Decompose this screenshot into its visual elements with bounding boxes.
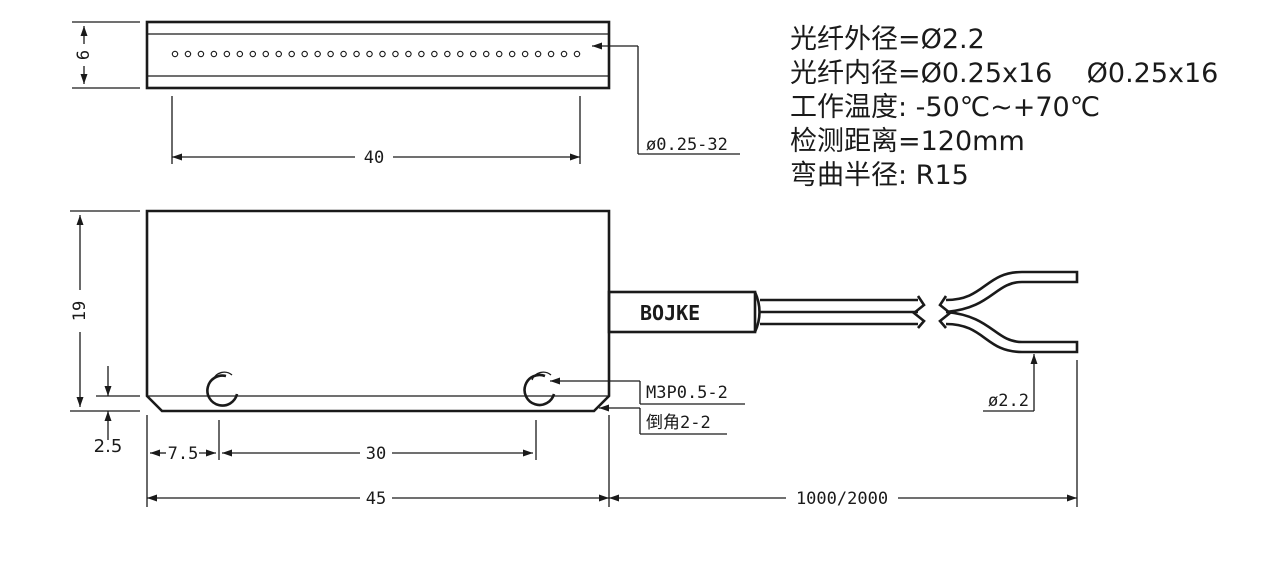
fiber-hole	[444, 50, 451, 58]
fiber-hole	[482, 50, 490, 58]
spec-operating-temperature: 工作温度: -50℃~+70℃	[790, 92, 1100, 123]
fiber-hole	[301, 50, 308, 58]
fiber-hole	[236, 50, 244, 58]
fiber-hole	[210, 50, 218, 58]
fiber-hole	[262, 50, 270, 58]
spec-detection-distance: 检测距离=120mm	[790, 126, 1025, 157]
spec-block: 光纤外径=Ø2.2 光纤内径=Ø0.25x16 Ø0.25x16 工作温度: -…	[790, 24, 1218, 191]
fiber-hole	[457, 50, 464, 58]
fiber-hole	[470, 50, 477, 58]
dimension-body-width-label: 45	[366, 489, 386, 509]
dimension-chamfer-height: 2.5	[94, 366, 140, 457]
fiber-callout: ø0.25-32	[592, 42, 740, 155]
fiber-hole	[405, 50, 412, 58]
dimension-chamfer-height-label: 2.5	[94, 436, 123, 457]
fiber-hole-row	[171, 50, 581, 58]
fiber-hole	[340, 50, 347, 58]
fiber-hole	[249, 50, 257, 58]
fiber-hole	[366, 50, 373, 58]
brand-label: BOJKE	[640, 301, 700, 325]
fiber-hole	[418, 50, 425, 58]
fiber-hole	[495, 50, 503, 58]
mounting-hole-left	[206, 371, 239, 407]
fiber-fork-upper	[945, 270, 1079, 314]
dimension-hole-positions: 7.5 30	[146, 415, 537, 507]
fiber-callout-label: ø0.25-32	[646, 135, 728, 155]
dimension-body-height: 19	[70, 210, 140, 412]
top-view	[145, 20, 611, 90]
fiber-fork-lower	[945, 310, 1079, 354]
fiber-hole	[275, 50, 282, 58]
cable-diameter-callout-label: ø2.2	[988, 391, 1029, 411]
dimension-top-width-label: 40	[364, 148, 384, 168]
fiber-hole	[547, 50, 555, 58]
fiber-hole	[431, 50, 438, 58]
fiber-hole	[327, 50, 334, 58]
fiber-hole	[573, 50, 581, 58]
spec-bending-radius: 弯曲半径: R15	[790, 160, 969, 191]
dimension-top-width: 40	[171, 96, 581, 168]
cable-diameter-callout: ø2.2	[983, 354, 1038, 412]
dimension-top-height-label: 6	[74, 50, 94, 60]
fiber-hole	[508, 50, 516, 58]
fiber-hole	[288, 50, 295, 58]
chamfer-callout: 倒角2-2	[599, 404, 727, 435]
cable-break-left	[911, 295, 926, 329]
screw-callout: M3P0.5-2	[550, 377, 745, 405]
cable-sleeve	[607, 290, 757, 334]
fiber-hole	[171, 50, 179, 58]
fiber-hole	[353, 50, 360, 58]
spec-fiber-inner-diameter: 光纤内径=Ø0.25x16 Ø0.25x16	[790, 58, 1218, 89]
front-view: BOJKE	[145, 209, 1079, 413]
screw-callout-label: M3P0.5-2	[646, 383, 728, 403]
spec-fiber-outer-diameter: 光纤外径=Ø2.2	[790, 24, 985, 55]
dimension-overall-length: 45 1000/2000	[147, 360, 1078, 509]
sleeve-end	[753, 291, 761, 333]
fiber-hole	[197, 50, 205, 58]
mounting-hole-right	[523, 371, 556, 407]
dimension-hole-spacing-label: 30	[366, 444, 386, 464]
fiber-hole	[534, 50, 542, 58]
dimension-cable-length-label: 1000/2000	[796, 489, 888, 509]
fiber-hole	[379, 50, 386, 58]
fiber-hole	[314, 50, 321, 58]
fiber-hole	[392, 50, 399, 58]
chamfer-callout-label: 倒角2-2	[646, 413, 711, 433]
top-view-body	[145, 20, 611, 90]
dimension-top-height: 6	[72, 21, 140, 89]
fiber-hole	[223, 50, 231, 58]
dimension-hole-offset-label: 7.5	[168, 444, 199, 464]
dimension-body-height-label: 19	[70, 301, 90, 321]
fiber-hole	[521, 50, 529, 58]
fiber-hole	[184, 50, 192, 58]
fiber-hole	[560, 50, 568, 58]
front-view-body	[145, 209, 611, 413]
